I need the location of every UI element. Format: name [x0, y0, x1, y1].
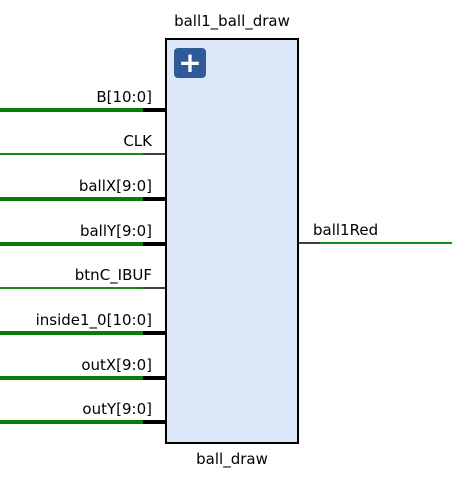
input-port-label: inside1_0[10:0]: [35, 311, 152, 329]
expand-button[interactable]: +: [174, 48, 206, 78]
plus-icon: +: [178, 46, 202, 79]
input-port-label: ballX[9:0]: [78, 177, 152, 195]
output-port-label: ball1Red: [313, 221, 379, 239]
input-port-label: outX[9:0]: [81, 356, 152, 374]
input-port-label: outY[9:0]: [82, 400, 152, 418]
input-port-label: B[10:0]: [96, 88, 152, 106]
module-name: ball_draw: [196, 450, 268, 468]
block-ball-draw[interactable]: [165, 38, 299, 444]
input-port-label: btnC_IBUF: [74, 266, 152, 284]
input-port-label: ballY[9:0]: [79, 222, 152, 240]
instance-name: ball1_ball_draw: [174, 12, 290, 30]
input-port-label: CLK: [123, 132, 152, 150]
